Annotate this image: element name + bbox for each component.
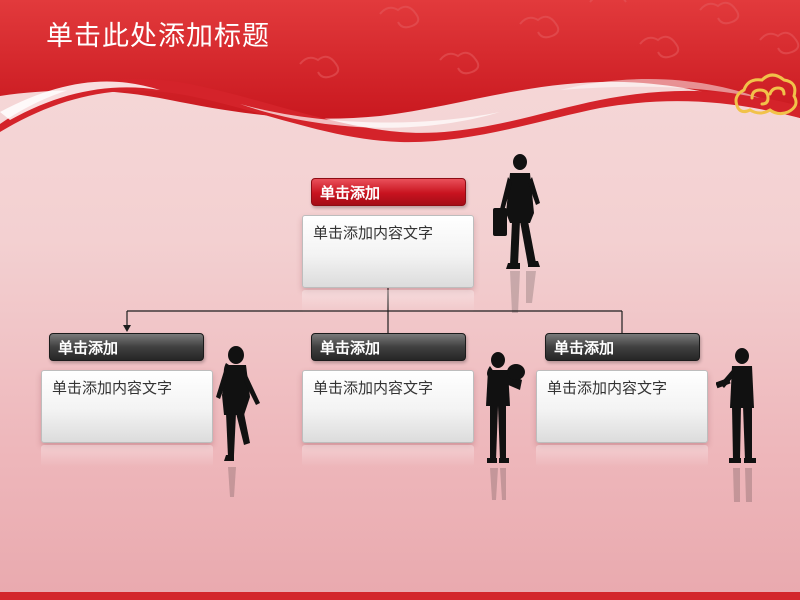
child-1-node-body[interactable]: 单击添加内容文字 <box>41 370 213 443</box>
woman-running-silhouette-icon <box>216 346 260 497</box>
slide-title[interactable]: 单击此处添加标题 <box>46 21 270 52</box>
woman-with-bag-silhouette-icon <box>486 352 525 500</box>
bottom-bar <box>0 592 800 600</box>
child-3-node-reflection <box>536 445 708 467</box>
man-reading-silhouette-icon <box>716 348 756 502</box>
child-2-node-header[interactable]: 单击添加 <box>311 333 466 361</box>
child-2-node-body[interactable]: 单击添加内容文字 <box>302 370 474 443</box>
child-1-node-reflection <box>41 445 213 467</box>
root-node-header[interactable]: 单击添加 <box>311 178 466 206</box>
root-node-reflection <box>302 290 474 312</box>
child-2-node-reflection <box>302 445 474 467</box>
child-3-node-header[interactable]: 单击添加 <box>545 333 700 361</box>
auspicious-cloud-icon <box>734 73 798 116</box>
header-banner <box>0 0 800 143</box>
child-3-node-body[interactable]: 单击添加内容文字 <box>536 370 708 443</box>
child-1-node-header[interactable]: 单击添加 <box>49 333 204 361</box>
root-node-body[interactable]: 单击添加内容文字 <box>302 215 474 288</box>
businessman-walking-silhouette-icon <box>493 154 540 313</box>
